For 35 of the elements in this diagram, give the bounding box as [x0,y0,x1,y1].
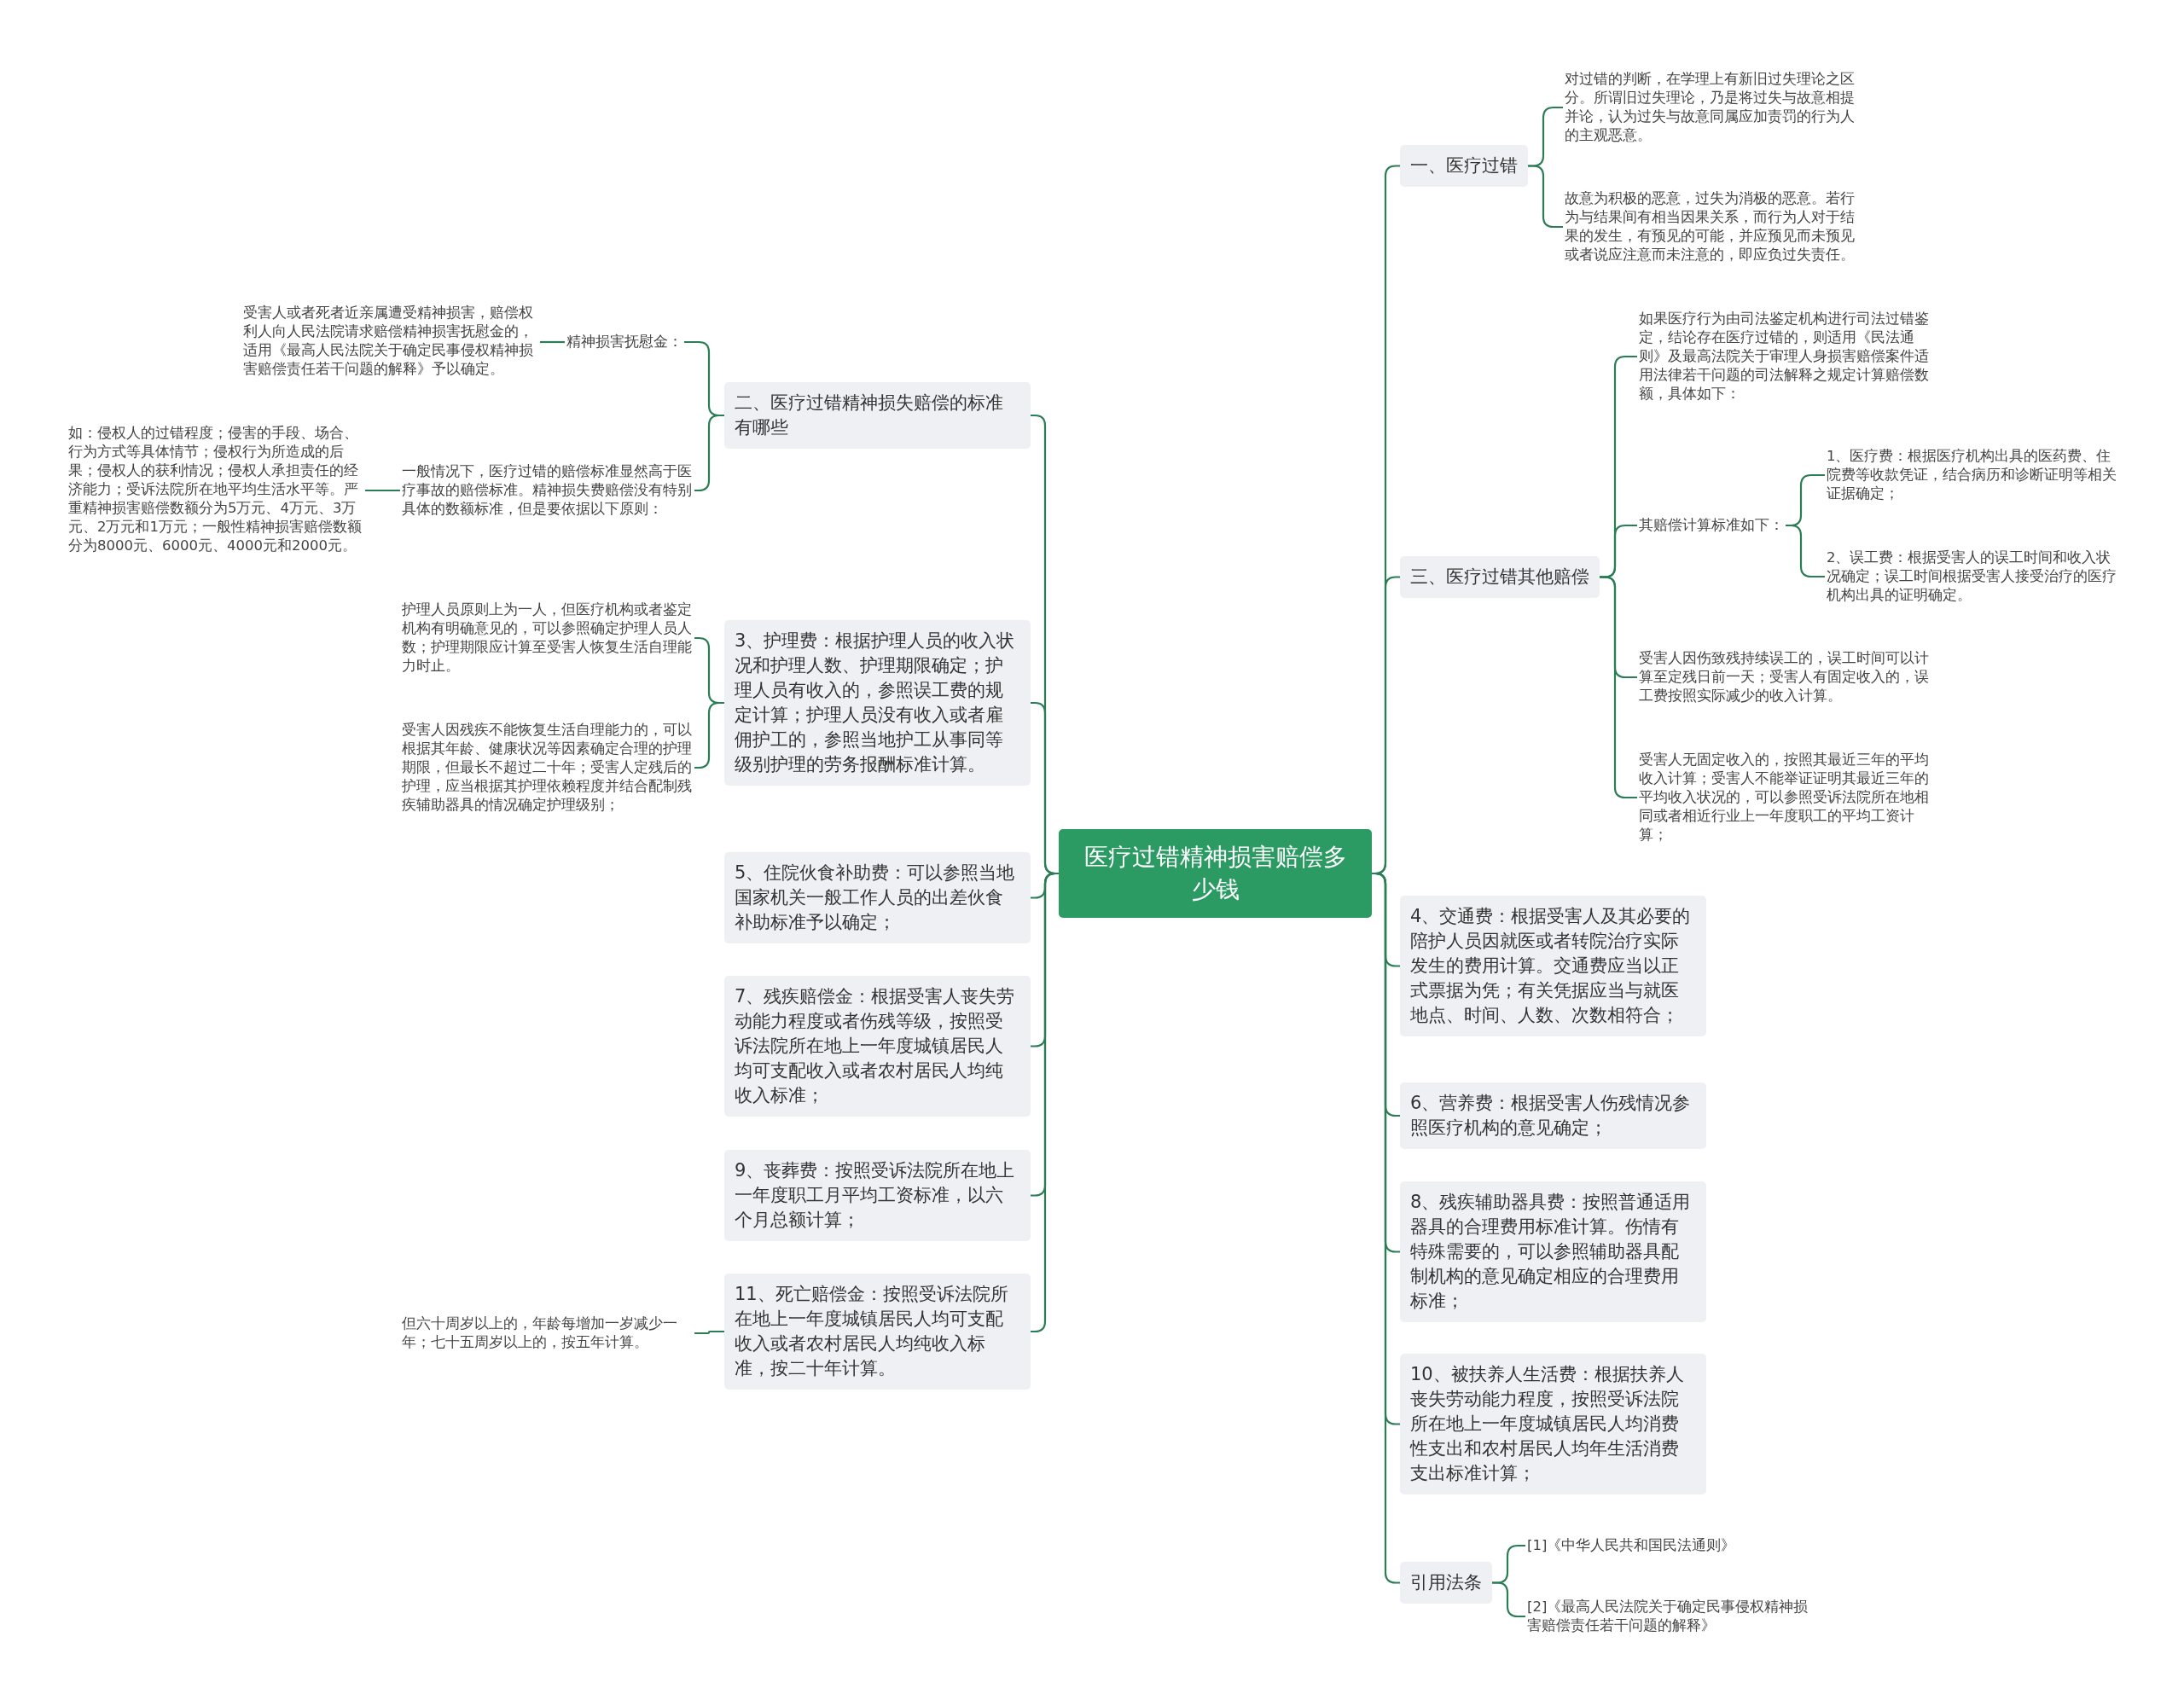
topic-box: 5、住院伙食补助费：可以参照当地国家机关一般工作人员的出差伙食补助标准予以确定； [724,851,1031,943]
note-text: 对过错的判断，在学理上有新旧过失理论之区分。所谓旧过失理论，乃是将过失与故意相提并论，认为过失与故意同属应加责罚的行为人的主观恶意。 [1563,70,1862,145]
topic-box: 三、医疗过错其他赔偿 [1400,555,1600,598]
topic-box: 3、护理费：根据护理人员的收入状况和护理人数、护理期限确定；护理人员有收入的，参照误工费的规定计算；护理人员没有收入或者雇佣护工的，参照当地护工从事同等级别护理的劳务报酬标准计算。 [724,620,1031,786]
central-topic-box: 医疗过错精神损害赔偿多少钱 [1059,829,1372,918]
note-text: 如：侵权人的过错程度；侵害的手段、场合、行为方式等具体情节；侵权行为所造成的后果；侵权人的获利情况；侵权人承担责任的经济能力；受诉法院所在地平均生活水平等。严重精神损害赔偿数额分为5万元、4万元、3万元、2万元和1万元；一般性精神损害赔偿数额分为8000元、6000元、4000元和2000元。 [67,424,365,555]
connector-line [694,1330,724,1335]
topic-box: 4、交通费：根据受害人及其必要的陪护人员因就医或者转院治疗实际发生的费用计算。交通费应当以正式票据为凭；有关凭据应当与就医地点、时间、人数、次数相符合； [1400,895,1706,1036]
note-text: 一般情况下，医疗过错的赔偿标准显然高于医疗事故的赔偿标准。精神损失费赔偿没有特别具体的数额标准，但是要依据以下原则： [400,462,694,519]
topic-box: 6、营养费：根据受害人伤残情况参照医疗机构的意见确定； [1400,1082,1706,1149]
note-text: 受害人因伤致残持续误工的，误工时间可以计算至定残日前一天；受害人有固定收入的，误工费按照实际减少的收入计算。 [1637,649,1936,705]
note-text: 2、误工费：根据受害人的误工时间和收入状况确定；误工时间根据受害人接受治疗的医疗机构出具的证明确定。 [1825,548,2119,605]
topic-box: 9、丧葬费：按照受诉法院所在地上一年度职工月平均工资标准，以六个月总额计算； [724,1149,1031,1241]
note-text: 故意为积极的恶意，过失为消极的恶意。若行为与结果间有相当因果关系，而行为人对于结果的发生，有预见的可能，并应预见而未预见或者说应注意而未注意的，即应负过失责任。 [1563,189,1862,264]
topic-box: 10、被扶养人生活费：根据扶养人丧失劳动能力程度，按照受诉法院所在地上一年度城镇居民人均消费性支出和农村居民人均年生活消费支出标准计算； [1400,1353,1706,1494]
topic-box: 8、残疾辅助器具费：按照普通适用器具的合理费用标准计算。伤情有特殊需要的，可以参照辅助器具配制机构的意见确定相应的合理费用标准； [1400,1181,1706,1322]
topic-box: 一、医疗过错 [1400,144,1528,187]
topic-box: 11、死亡赔偿金：按照受诉法院所在地上一年度城镇居民人均可支配收入或者农村居民人均纯收入标准，按二十年计算。 [724,1274,1031,1390]
topic-box: 引用法条 [1400,1561,1492,1604]
note-text: 护理人员原则上为一人，但医疗机构或者鉴定机构有明确意见的，可以参照确定护理人员人数；护理期限应计算至受害人恢复生活自理能力时止。 [400,601,694,676]
topic-box: 二、医疗过错精神损失赔偿的标准有哪些 [724,382,1031,449]
note-text: 受害人无固定收入的，按照其最近三年的平均收入计算；受害人不能举证证明其最近三年的平均收入状况的，可以参照受诉法院所在地相同或者相近行业上一年度职工的平均工资计算； [1637,751,1936,844]
note-text: [2]《最高人民法院关于确定民事侵权精神损害赔偿责任若干问题的解释》 [1525,1598,1815,1635]
connector-line [540,340,565,344]
note-text: 但六十周岁以上的，年龄每增加一岁减少一年；七十五周岁以上的，按五年计算。 [400,1314,694,1352]
note-text: 受害人因残疾不能恢复生活自理能力的，可以根据其年龄、健康状况等因素确定合理的护理期限，但最长不超过二十年；受害人定残后的护理，应当根据其护理依赖程度并结合配制残疾辅助器具的情况确定护理级别； [400,721,694,815]
note-text: 1、医疗费：根据医疗机构出具的医药费、住院费等收款凭证，结合病历和诊断证明等相关证据确定； [1825,447,2119,503]
note-text: 受害人或者死者近亲属遭受精神损害，赔偿权利人向人民法院请求赔偿精神损害抚慰金的，适用《最高人民法院关于确定民事侵权精神损害赔偿责任若干问题的解释》予以确定。 [241,304,540,379]
note-text: [1]《中华人民共和国民法通则》 [1525,1536,1738,1555]
note-text: 精神损害抚慰金： [565,333,684,351]
note-text: 其赔偿计算标准如下： [1637,516,1786,535]
topic-box: 7、残疾赔偿金：根据受害人丧失劳动能力程度或者伤残等级，按照受诉法院所在地上一年度城镇居民人均可支配收入或者农村居民人均纯收入标准； [724,975,1031,1117]
connector-line [1492,1581,1525,1618]
note-text: 如果医疗行为由司法鉴定机构进行司法过错鉴定，结论存在医疗过错的，则适用《民法通则》及最高法院关于审理人身损害赔偿案件适用法律若干问题的司法解释之规定计算赔偿数额，具体如下： [1637,310,1936,403]
connector-line [365,489,400,492]
